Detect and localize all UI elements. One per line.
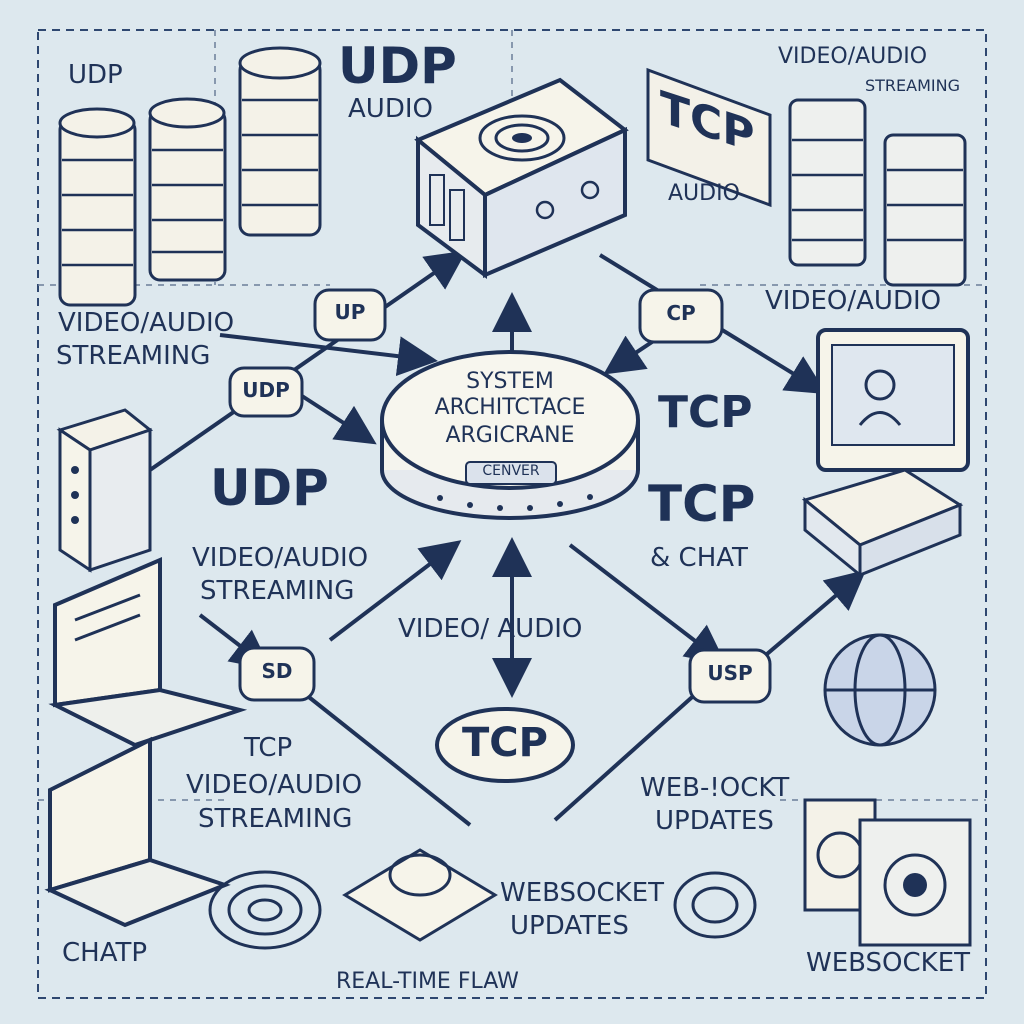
updates-right-label: UPDATES: [655, 806, 774, 836]
center-title-line1: SYSTEM: [466, 369, 554, 394]
bottom-center-pad: [342, 848, 498, 942]
tcp-bottom-left-label: TCP: [244, 733, 293, 763]
dashed-border: [37, 29, 987, 999]
video-audio-mid-left-label: VIDEO/AUDIO: [192, 543, 369, 573]
tcp-pill-label: TCP: [462, 720, 548, 766]
websocket-right-label: WEB-!OCKT: [640, 773, 790, 803]
udp-audio-label: UDP: [338, 37, 457, 95]
center-badge: CENVER: [482, 463, 540, 479]
streaming-left-label: STREAMING: [56, 341, 211, 371]
streaming-bottom-left-label: STREAMING: [198, 804, 353, 834]
rack-stripes-top-left: [62, 98, 318, 267]
main-server-box: [414, 77, 629, 279]
updates-bottom-label: UPDATES: [510, 911, 629, 941]
laptop-left: [48, 556, 248, 748]
badge-top-right: CP: [666, 301, 696, 325]
udp-big-label: UDP: [210, 459, 329, 517]
badge-bottom-left: SD: [261, 659, 293, 683]
video-audio-bottom-left-label: VIDEO/AUDIO: [186, 770, 363, 800]
video-audio-top-right: VIDEO/AUDIO: [778, 44, 928, 69]
speakers-bottom-right: [803, 798, 972, 947]
center-title-line2: ARCHITCTACE: [434, 395, 586, 420]
globe-icon: [823, 633, 937, 747]
protocol-badges: [228, 288, 772, 704]
audio-label: AUDIO: [348, 94, 433, 124]
video-audio-center-label: VIDEO/ AUDIO: [398, 614, 583, 644]
connection-lines: [148, 250, 867, 827]
websocket-bottom-right-label: WEBSOCKET: [806, 948, 970, 978]
chat-bottom-left-label: CHATP: [62, 938, 148, 968]
badge-top-left: UP: [334, 300, 366, 324]
audio-mid-label: AUDIO: [668, 181, 740, 206]
disc-icons: [208, 870, 757, 950]
laptop-bottom-left: [44, 736, 231, 928]
center-title-line3: ARGICRANE: [445, 423, 575, 448]
video-audio-right-label: VIDEO/AUDIO: [765, 286, 942, 316]
central-server-node: [380, 350, 640, 520]
streaming-mid-left-label: STREAMING: [200, 576, 355, 606]
badge-left-mid: UDP: [242, 378, 290, 402]
websocket-bottom-label: WEBSOCKET: [500, 878, 664, 908]
tcp-pill-shape: [435, 707, 575, 783]
server-rack-group-top-left: [58, 46, 322, 307]
footer-label: REAL-TIME FLAW: [336, 969, 519, 994]
video-audio-left-label: VIDEO/AUDIO: [58, 308, 235, 338]
streaming-top-right: STREAMING: [865, 76, 960, 95]
tcp-chat-label: TCP: [648, 475, 756, 533]
badge-bottom-right: USP: [707, 661, 753, 685]
chat-label: & CHAT: [650, 543, 748, 573]
server-rack-group-top-right: [788, 98, 967, 287]
rack-stripes-top-right: [792, 138, 963, 242]
tcp-right-label: TCP: [658, 387, 753, 438]
tcp-sign: [646, 67, 772, 208]
tower-left: [56, 408, 154, 573]
udp-label: UDP: [68, 60, 123, 90]
monitor-right: [801, 328, 970, 579]
